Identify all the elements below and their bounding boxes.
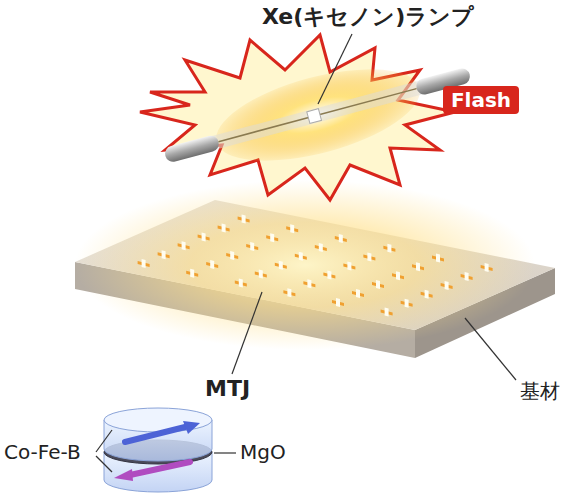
part-label: MgO [240, 441, 286, 464]
part-label: 基材 [520, 380, 560, 403]
light-glow [75, 180, 535, 350]
lamp-glow [207, 51, 430, 179]
leader-line [96, 430, 112, 452]
leader-line [214, 452, 236, 453]
part-label: MTJ [205, 376, 250, 401]
lamp-label: Xe(キセノン)ランプ [262, 4, 474, 29]
badge-text: Flash [451, 88, 511, 112]
flash-badge: Flash [443, 86, 519, 114]
mtj-grid [138, 215, 493, 317]
leader-line [232, 292, 262, 374]
leader-line [318, 34, 352, 104]
xenon-lamp [163, 67, 471, 164]
mtj-stack [104, 408, 212, 492]
leader-line [465, 318, 516, 380]
leader-line [96, 456, 112, 472]
part-label: Co-Fe-B [4, 441, 81, 464]
